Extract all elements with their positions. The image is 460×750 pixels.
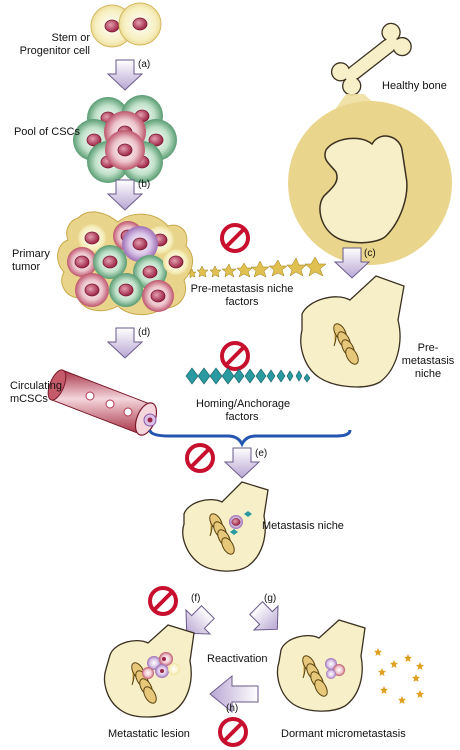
blood-vessel — [47, 369, 158, 436]
arrow-b-icon — [107, 179, 143, 211]
step-e: (e) — [255, 448, 268, 459]
step-g: (g) — [264, 593, 277, 604]
metastatic-lesion-bone — [103, 624, 195, 718]
label-pre-niche: Pre-metastasis niche — [401, 342, 455, 380]
label-reactivation: Reactivation — [207, 653, 268, 665]
metastasis-niche-bone — [182, 481, 269, 572]
niche-factor-stars — [189, 256, 327, 279]
arrow-d-icon — [107, 327, 143, 359]
label-primary-tumor: Primary tumor — [12, 248, 50, 273]
homing-factor-shapes — [185, 367, 311, 385]
label-pre-niche-factors: Pre-metastasis niche factors — [190, 283, 294, 308]
label-metastatic-lesion: Metastatic lesion — [108, 728, 190, 740]
label-homing-factors: Homing/Anchorage factors — [196, 398, 291, 423]
label-circulating: Circulating mCSCs — [10, 380, 62, 405]
step-d: (d) — [138, 327, 151, 338]
label-metastasis-niche: Metastasis niche — [262, 520, 344, 532]
zoom-halo — [288, 94, 452, 265]
inhibit-icon-homing — [220, 341, 250, 371]
label-pool: Pool of CSCs — [13, 126, 80, 138]
inhibit-icon-h — [218, 717, 248, 747]
step-a: (a) — [138, 59, 151, 70]
step-h: (h) — [226, 703, 239, 714]
star-icon-group — [374, 648, 424, 704]
step-c: (c) — [364, 248, 376, 259]
primary-tumor — [57, 211, 193, 315]
arrow-h-icon — [209, 674, 259, 714]
dormant-micrometastasis-bone — [276, 619, 366, 712]
inhibit-icon-e — [185, 443, 215, 473]
healthy-bone-icon — [330, 22, 412, 96]
stem-cells — [90, 2, 162, 48]
arrow-a-icon — [107, 59, 143, 91]
arrow-e-icon — [224, 447, 260, 479]
label-dormant: Dormant micrometastasis — [281, 728, 406, 740]
step-b: (b) — [138, 179, 151, 190]
merge-bracket — [148, 429, 352, 448]
label-healthy-bone: Healthy bone — [382, 80, 447, 92]
pre-niche-bone — [300, 275, 405, 388]
inhibit-icon-f — [148, 586, 178, 616]
step-f: (f) — [191, 593, 201, 604]
label-stem-cell: Stem or Progenitor cell — [19, 32, 90, 57]
csc-pool — [73, 95, 177, 183]
inhibit-icon — [220, 223, 250, 253]
